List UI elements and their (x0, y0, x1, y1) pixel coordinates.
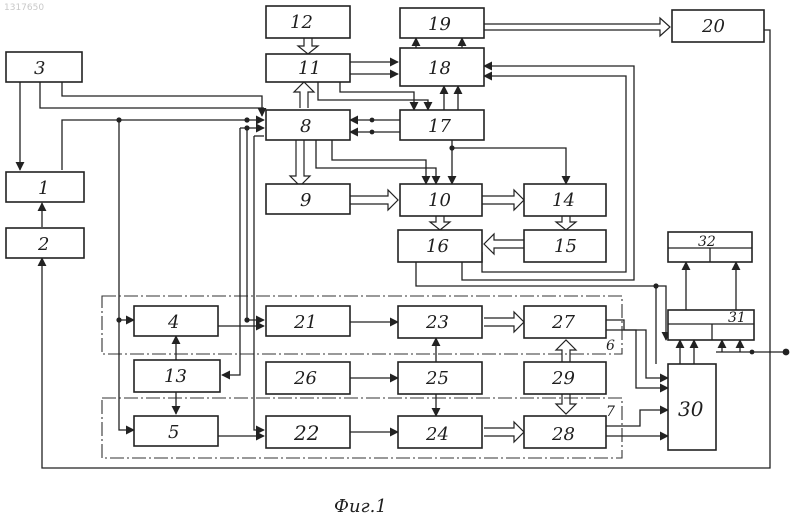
block-8: 8 (266, 110, 350, 140)
block-10: 10 (400, 184, 482, 216)
block-10-label: 10 (428, 190, 451, 211)
block-24-label: 24 (425, 424, 449, 445)
block-16-label: 16 (426, 236, 449, 257)
block-31: 31 (668, 310, 754, 340)
block-1-label: 1 (38, 178, 49, 199)
block-4: 4 (134, 306, 218, 336)
block-29-label: 29 (551, 368, 575, 389)
block-9-label: 9 (300, 190, 311, 211)
block-19: 19 (400, 8, 484, 38)
block-5-label: 5 (168, 422, 179, 443)
block-25-label: 25 (425, 368, 449, 389)
block-2-label: 2 (37, 234, 49, 255)
block-8-label: 8 (300, 116, 311, 137)
block-3-label: 3 (34, 58, 45, 79)
block-20-label: 20 (701, 16, 725, 37)
block-23: 23 (398, 306, 482, 338)
block-27: 27 (524, 306, 606, 338)
block-15-label: 15 (554, 236, 577, 257)
block-22: 22 (266, 416, 350, 448)
block-11-label: 11 (298, 58, 321, 79)
block-19-label: 19 (428, 14, 451, 35)
block-20: 20 (672, 10, 764, 42)
block-12-label: 12 (290, 12, 313, 33)
block-17: 17 (400, 110, 484, 140)
block-18: 18 (400, 48, 484, 86)
block-11: 11 (266, 54, 350, 82)
block-15: 15 (524, 230, 606, 262)
group-7-label: 7 (606, 404, 615, 420)
block-14-label: 14 (552, 190, 575, 211)
figure-caption: Фиг.1 (334, 496, 387, 517)
block-25: 25 (398, 362, 482, 394)
block-30: 30 (668, 364, 716, 450)
block-21-label: 21 (293, 312, 317, 333)
block-5: 5 (134, 416, 218, 446)
block-13: 13 (134, 360, 220, 392)
block-26: 26 (266, 362, 350, 394)
block-28-label: 28 (551, 424, 575, 445)
block-16: 16 (398, 230, 482, 262)
block-22-label: 22 (293, 421, 319, 445)
block-24: 24 (398, 416, 482, 448)
block-14: 14 (524, 184, 606, 216)
block-32: 32 (668, 232, 752, 262)
block-9: 9 (266, 184, 350, 214)
document-stamp: 1317650 (4, 3, 44, 13)
block-32-label: 32 (698, 234, 716, 250)
block-1: 1 (6, 172, 84, 202)
block-30-label: 30 (678, 397, 704, 421)
block-17-label: 17 (428, 116, 451, 137)
block-4-label: 4 (167, 312, 179, 333)
block-12: 12 (266, 6, 350, 38)
block-23-label: 23 (425, 312, 449, 333)
group-6-label: 6 (606, 338, 615, 354)
block-29: 29 (524, 362, 606, 394)
block-21: 21 (266, 306, 350, 336)
block-26-label: 26 (293, 368, 317, 389)
block-28: 28 (524, 416, 606, 448)
block-18-label: 18 (428, 58, 451, 79)
block-3: 3 (6, 52, 82, 82)
block-13-label: 13 (164, 366, 187, 387)
block-27-label: 27 (551, 312, 575, 333)
block-31-label: 31 (728, 310, 746, 326)
block-2: 2 (6, 228, 84, 258)
